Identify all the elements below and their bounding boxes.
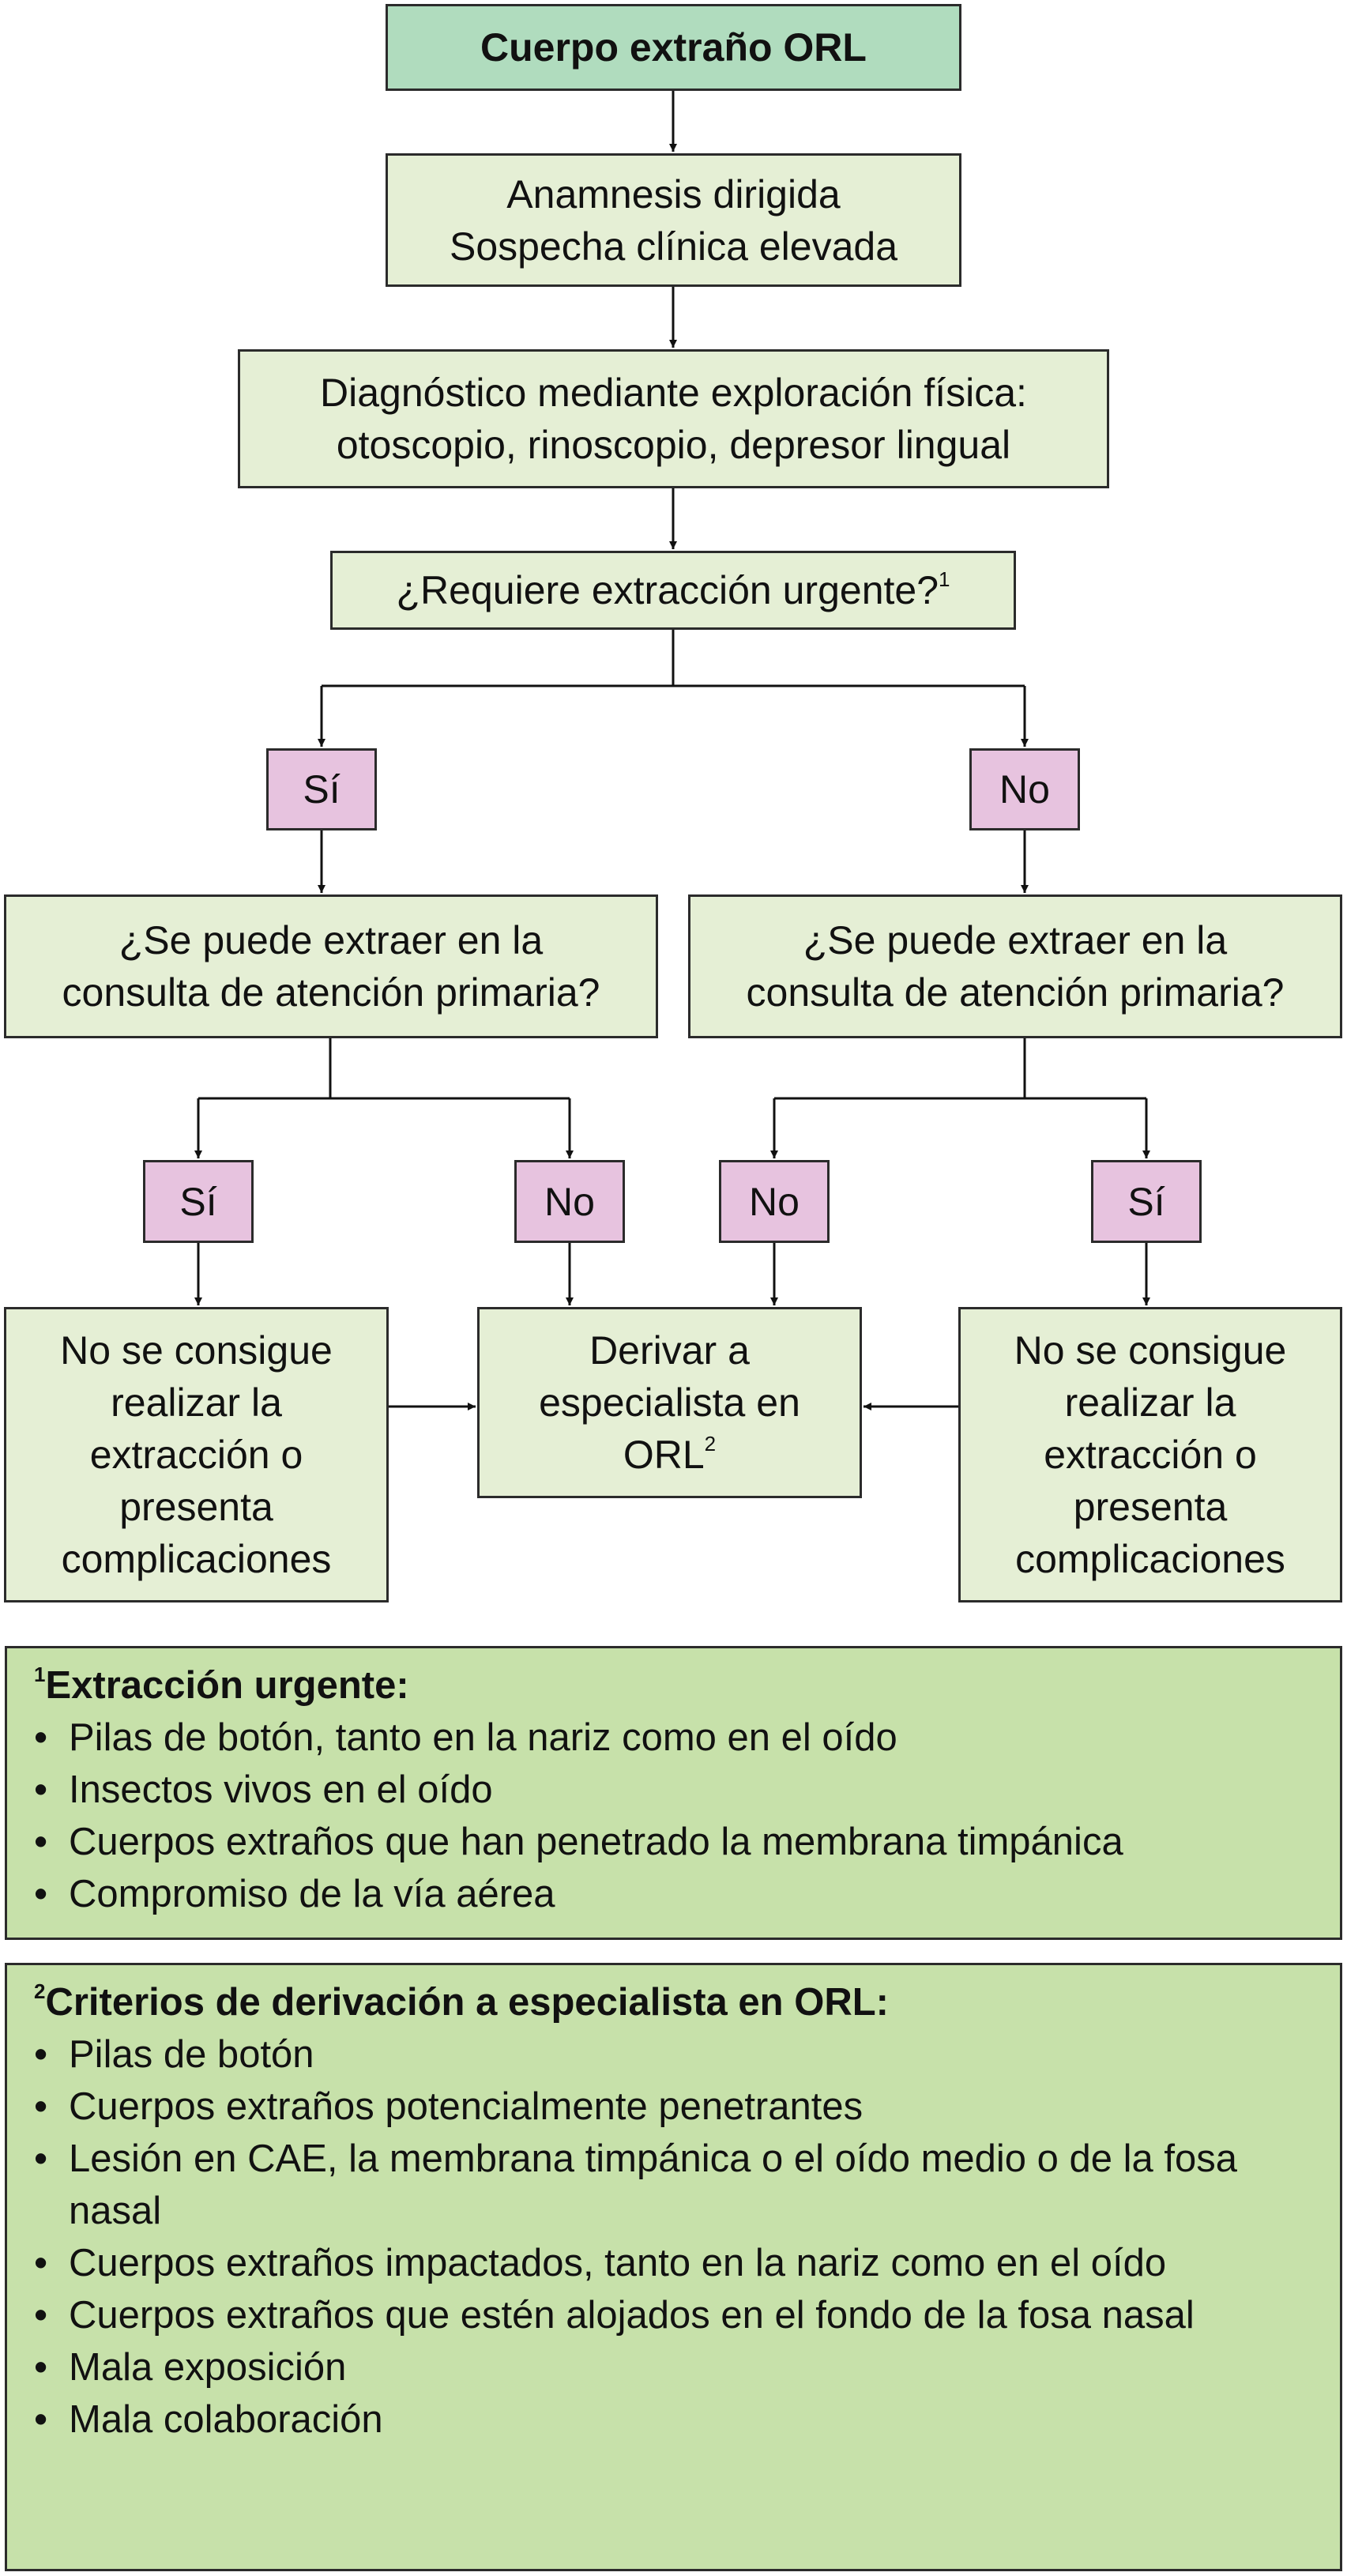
left-outcome-line-4: presenta [119,1485,273,1529]
diagnosis-line-1: Diagnóstico mediante exploración física: [320,371,1027,415]
referral-note-ref: 2 [34,1979,46,2003]
branch-right-question [774,1038,1146,1100]
list-item: Cuerpos extraños potencialmente penetran… [34,2081,1321,2133]
list-item: Pilas de botón [34,2028,1321,2081]
left-outcome-line-1: No se consigue [60,1328,333,1373]
refer-line-3: ORL2 [623,1429,716,1481]
list-item: Mala exposición [34,2341,1321,2393]
referral-note-heading-text: Criterios de derivación a especialista e… [45,1981,889,2024]
refer-line-1: Derivar a [589,1328,750,1373]
list-item: Lesión en CAE, la membrana timpánica o e… [34,2133,1321,2237]
refer-line-3-text: ORL [623,1433,705,1477]
diagnosis-line-2: otoscopio, rinoscopio, depresor lingual [336,423,1011,467]
right-yes-label: Sí [1127,1179,1165,1224]
right-no-label: No [749,1179,800,1224]
right-yes-box: Sí [1091,1160,1202,1243]
left-outcome-box: No se consigue realizar la extracción o … [4,1307,389,1602]
urgent-yes-box: Sí [266,748,377,830]
urgent-yes-label: Sí [303,767,341,812]
list-item: Cuerpos extraños que estén alojados en e… [34,2289,1321,2341]
referral-note-list: Pilas de botón Cuerpos extraños potencia… [34,2028,1321,2446]
branch-left-question [198,1038,570,1100]
list-item: Compromiso de la vía aérea [34,1868,1321,1920]
right-outcome-line-3: extracción o [1044,1433,1257,1477]
connectors [194,91,1150,1410]
list-item: Cuerpos extraños impactados, tanto en la… [34,2237,1321,2289]
referral-note-heading: 2Criterios de derivación a especialista … [34,1976,1321,2028]
left-outcome-line-2: realizar la [111,1380,282,1425]
urgent-question-box: ¿Requiere extracción urgente?1 [330,551,1016,630]
anamnesis-box: Anamnesis dirigida Sospecha clínica elev… [386,153,961,287]
title-box: Cuerpo extraño ORL [386,4,961,91]
left-outcome-line-5: complicaciones [61,1537,332,1581]
urgent-extraction-note: 1Extracción urgente: Pilas de botón, tan… [5,1646,1342,1940]
left-question-line-2: consulta de atención primaria? [62,970,600,1015]
referral-criteria-note: 2Criterios de derivación a especialista … [5,1963,1342,2571]
urgent-note-heading: 1Extracción urgente: [34,1659,1321,1712]
list-item: Mala colaboración [34,2393,1321,2446]
list-item: Insectos vivos en el oído [34,1764,1321,1816]
urgent-note-ref: 1 [34,1662,46,1686]
diagnosis-box: Diagnóstico mediante exploración física:… [238,349,1109,488]
title-text: Cuerpo extraño ORL [480,25,867,70]
anamnesis-line-2: Sospecha clínica elevada [449,224,898,269]
left-primary-care-question-box: ¿Se puede extraer en la consulta de aten… [4,894,658,1038]
urgent-note-heading-text: Extracción urgente: [45,1664,409,1707]
urgent-no-box: No [969,748,1080,830]
urgent-question-text: ¿Requiere extracción urgente?1 [397,564,950,616]
refer-box: Derivar a especialista en ORL2 [477,1307,862,1498]
left-question-line-1: ¿Se puede extraer en la [119,918,544,962]
right-outcome-line-5: complicaciones [1015,1537,1285,1581]
right-outcome-box: No se consigue realizar la extracción o … [958,1307,1342,1602]
right-no-box: No [719,1160,830,1243]
right-outcome-line-4: presenta [1073,1485,1228,1529]
left-no-box: No [514,1160,625,1243]
urgent-question-ref: 1 [939,567,950,592]
left-yes-label: Sí [179,1179,217,1224]
right-primary-care-question-box: ¿Se puede extraer en la consulta de aten… [688,894,1342,1038]
left-outcome-line-3: extracción o [89,1433,303,1477]
urgent-note-list: Pilas de botón, tanto en la nariz como e… [34,1712,1321,1920]
list-item: Pilas de botón, tanto en la nariz como e… [34,1712,1321,1764]
urgent-question-label: ¿Requiere extracción urgente? [396,568,939,612]
anamnesis-line-1: Anamnesis dirigida [506,171,841,217]
refer-ref: 2 [704,1432,717,1456]
right-question-line-1: ¿Se puede extraer en la [803,918,1228,962]
refer-line-2: especialista en [539,1380,800,1425]
left-yes-box: Sí [143,1160,254,1243]
left-no-label: No [544,1179,595,1224]
right-outcome-line-1: No se consigue [1014,1328,1287,1373]
right-outcome-line-2: realizar la [1064,1380,1236,1425]
list-item: Cuerpos extraños que han penetrado la me… [34,1816,1321,1868]
urgent-no-label: No [999,767,1050,812]
branch-urgent [322,630,1025,687]
right-question-line-2: consulta de atención primaria? [746,970,1285,1015]
